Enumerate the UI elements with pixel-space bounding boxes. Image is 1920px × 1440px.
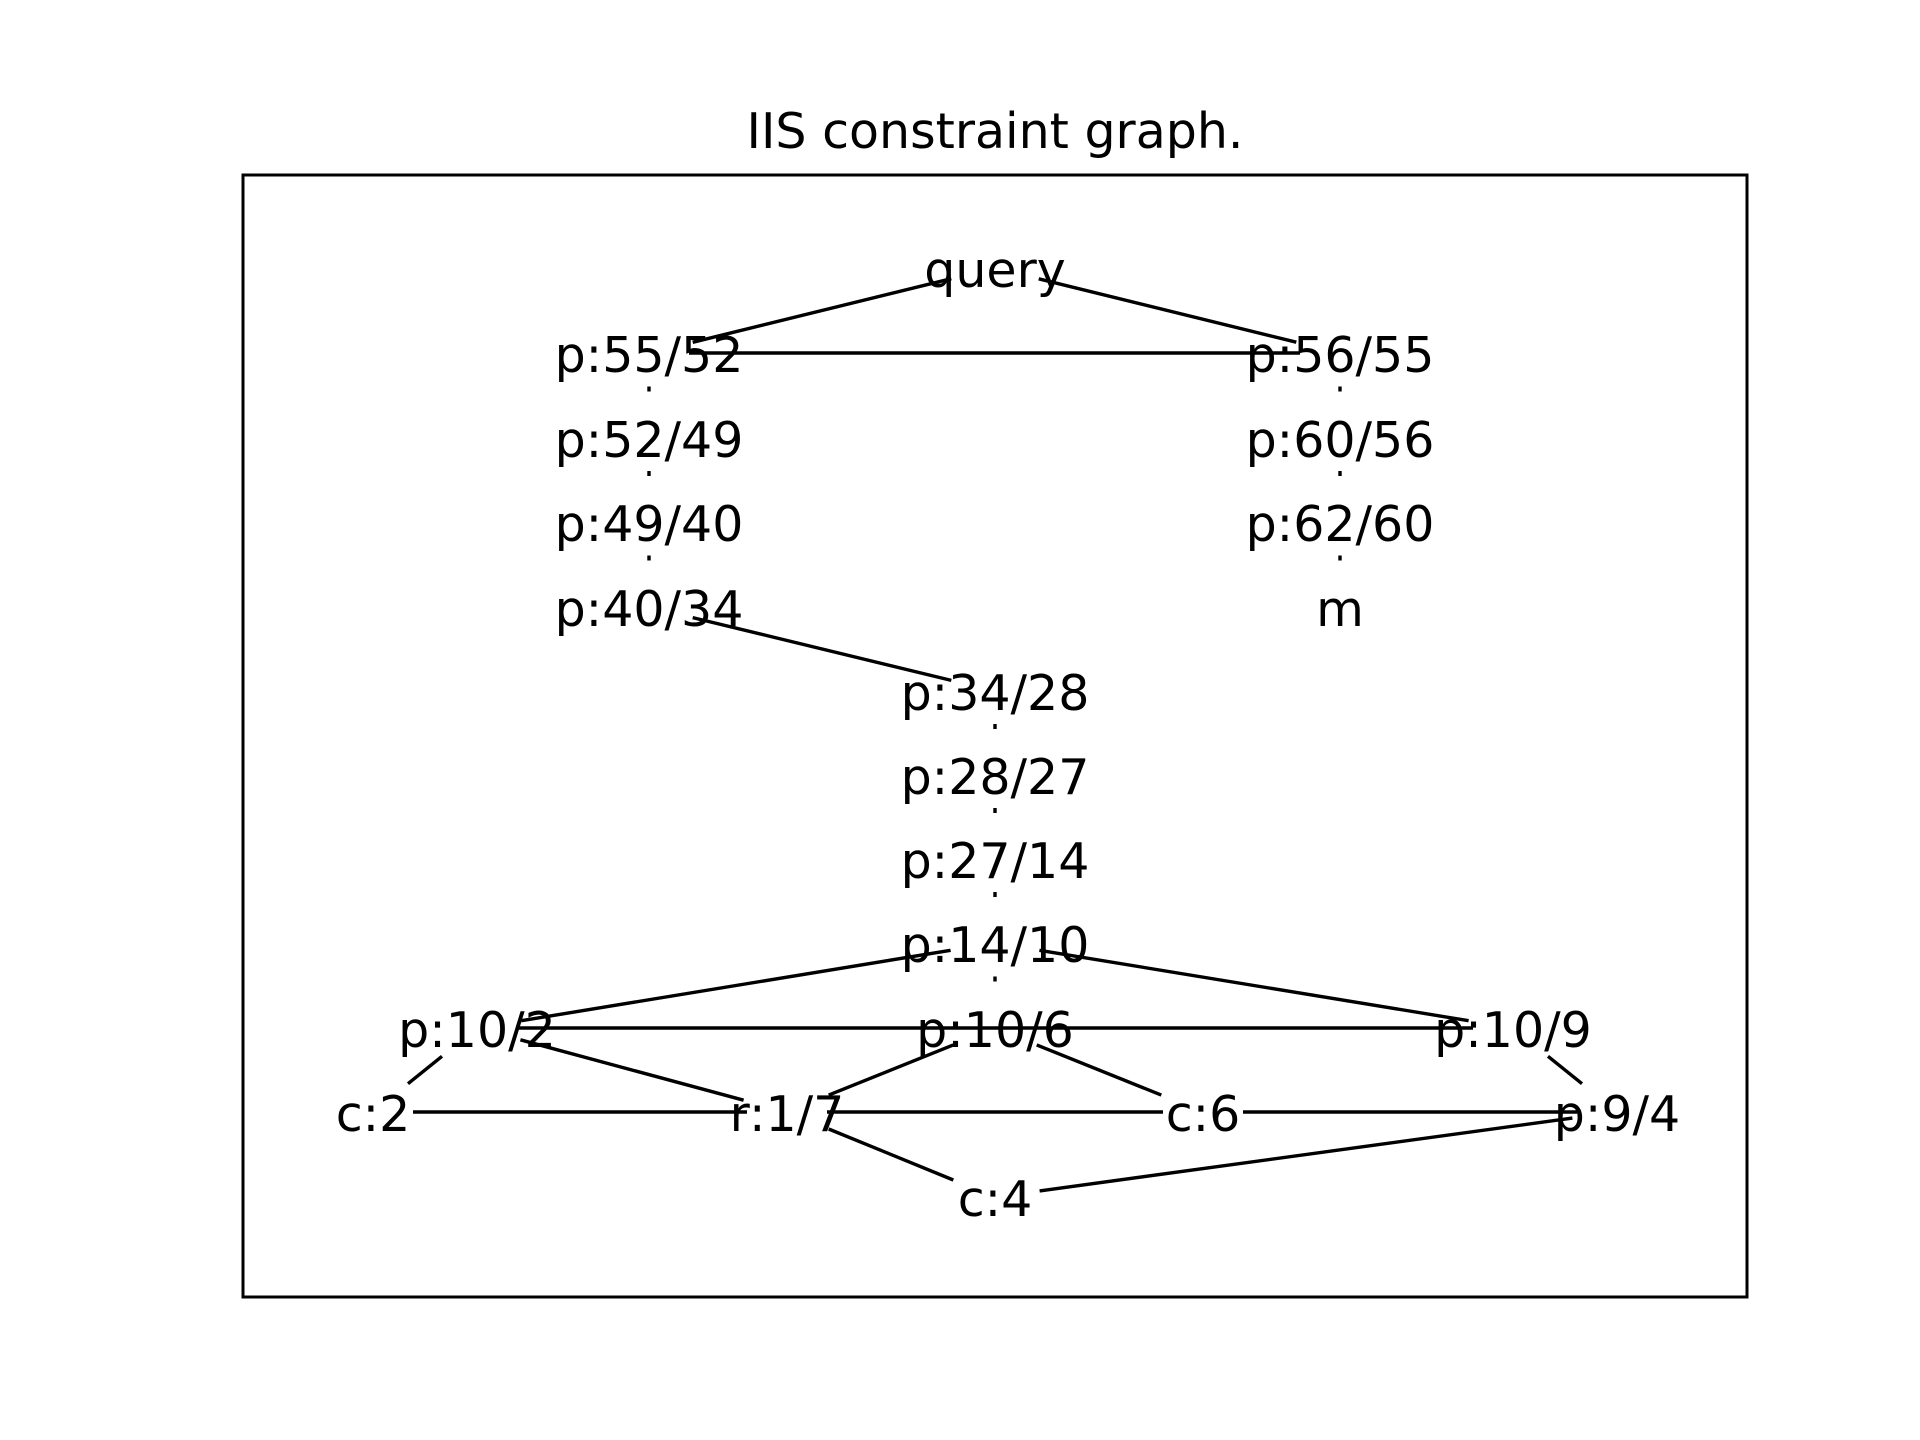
node-p40-34: p:40/34	[555, 581, 744, 638]
edge-c4-p9_4	[1039, 1116, 1573, 1193]
edge-p14_10-p10_2	[521, 948, 951, 1023]
graph-title: IIS constraint graph.	[747, 103, 1244, 160]
edge-r1_7-c4	[828, 1127, 954, 1182]
edge-query-p55_52	[692, 277, 952, 344]
graph-frame	[241, 173, 1749, 1299]
node-c2: c:2	[336, 1086, 411, 1143]
edge-p10_6-r1_7	[828, 1043, 954, 1097]
node-p62-60: p:62/60	[1246, 496, 1435, 553]
node-query: query	[924, 242, 1065, 299]
node-p52-49: p:52/49	[555, 412, 744, 469]
node-p10-9: p:10/9	[1434, 1002, 1592, 1059]
edge-p40_34-p34_28	[692, 615, 952, 683]
node-p14-10: p:14/10	[901, 917, 1090, 974]
node-p27-14: p:27/14	[901, 833, 1090, 890]
edge-p10_2-r1_7	[519, 1038, 745, 1102]
node-p10-6: p:10/6	[916, 1002, 1074, 1059]
edge-p10_9-p9_4	[1546, 1054, 1584, 1086]
node-p49-40: p:49/40	[555, 496, 744, 553]
node-p56-55: p:56/55	[1246, 327, 1435, 384]
node-c6: c:6	[1166, 1086, 1241, 1143]
edge-p14_10-p10_9	[1039, 948, 1469, 1023]
edge-p10_2-c2	[406, 1054, 444, 1086]
node-r1-7: r:1/7	[730, 1086, 845, 1143]
node-p28-27: p:28/27	[901, 749, 1090, 806]
nodes-layer: query p:55/52 p:56/55 p:52/49 p:60/56 p:49/40…	[336, 242, 1681, 1228]
node-c4: c:4	[958, 1171, 1033, 1228]
edge-p10_6-c6	[1036, 1043, 1162, 1097]
node-p9-4: p:9/4	[1554, 1086, 1680, 1143]
node-m: m	[1316, 581, 1364, 638]
node-p60-56: p:60/56	[1246, 412, 1435, 469]
node-p10-2: p:10/2	[398, 1002, 556, 1059]
edge-query-p56_55	[1038, 277, 1297, 344]
node-p55-52: p:55/52	[555, 327, 744, 384]
node-p34-28: p:34/28	[901, 665, 1090, 722]
edges-layer	[406, 277, 1584, 1193]
